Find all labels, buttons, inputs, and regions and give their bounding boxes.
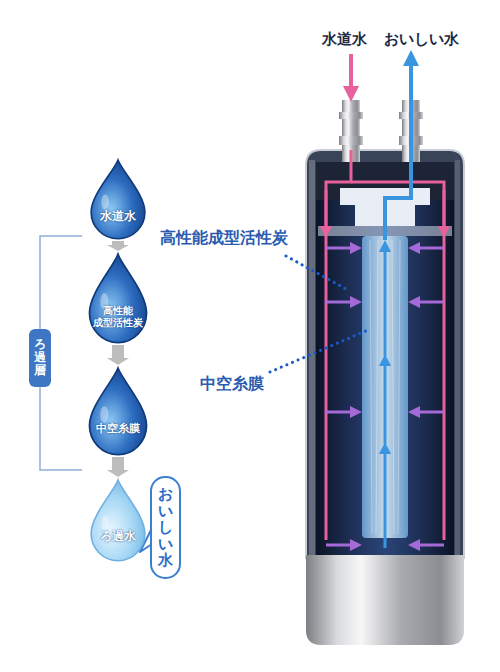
- drop-shape: [86, 158, 150, 240]
- leader-line: [286, 256, 348, 290]
- bottom-cap: [306, 555, 464, 645]
- flow-arrow: [107, 345, 129, 365]
- callout-label: 中空糸膜: [200, 374, 264, 395]
- inlet-label: 水道水: [322, 30, 367, 49]
- drop-shape: [84, 366, 152, 456]
- outlet-label: おいしい水: [384, 30, 459, 49]
- water-drop: ろ過水: [86, 478, 150, 562]
- drop-label: 高性能 成型活性炭: [91, 305, 145, 328]
- layer-tag: ろ過層: [29, 329, 51, 387]
- vertical-label: ろ過層: [34, 338, 46, 378]
- water-drop: 水道水: [86, 158, 150, 240]
- drop-label: 水道水: [100, 210, 136, 224]
- flow-arrow: [107, 457, 129, 477]
- speech-bubble: おいしい水: [150, 476, 181, 579]
- water-drop: 中空糸膜: [84, 366, 152, 456]
- vertical-label: おいしい水: [158, 486, 173, 569]
- drop-label: ろ過水: [100, 530, 136, 544]
- water-drop: 高性能 成型活性炭: [84, 252, 152, 344]
- leader-line: [270, 330, 368, 372]
- callout-label: 高性能成型活性炭: [160, 228, 288, 249]
- drop-shape: [86, 478, 150, 562]
- drop-label: 中空糸膜: [96, 423, 140, 436]
- carbon-block: [316, 200, 454, 556]
- flow-arrow: [107, 241, 129, 251]
- drop-shape: [84, 252, 152, 344]
